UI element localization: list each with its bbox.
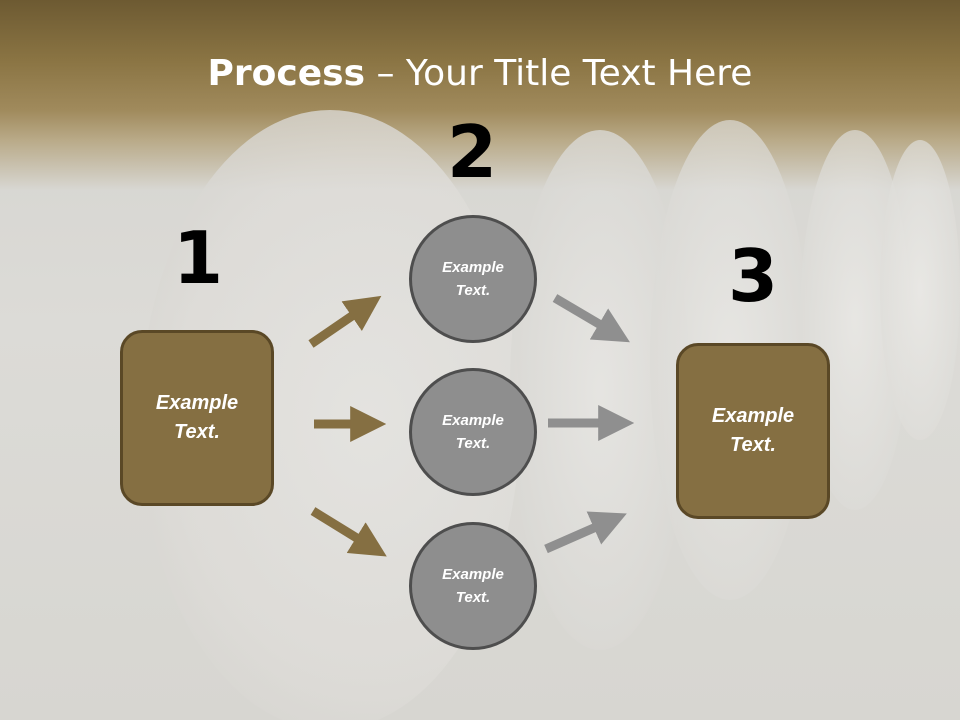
step-2-circle-text: Example Text.: [442, 259, 504, 299]
step-number-2: 2: [446, 110, 498, 194]
step-2-circle-middle: Example Text.: [409, 368, 537, 496]
title-rest: – Your Title Text Here: [365, 53, 753, 94]
step-number-3: 3: [727, 234, 779, 318]
step-3-box: Example Text.: [676, 343, 830, 519]
arrow-right-down: [310, 507, 387, 557]
step-2-circle-top: Example Text.: [409, 215, 537, 343]
title-bold: Process: [207, 53, 366, 94]
arrow-right-down: [552, 294, 630, 343]
slide-title: Process – Your Title Text Here: [0, 52, 960, 96]
step-number-1: 1: [172, 216, 224, 300]
step-1-text: Example Text.: [155, 392, 239, 443]
arrow-right-up: [308, 295, 382, 348]
arrow-right-up: [544, 511, 627, 554]
step-2-circle-bottom: Example Text.: [409, 522, 537, 650]
background-coil: [880, 140, 960, 440]
step-2-circle-text: Example Text.: [442, 412, 504, 452]
step-3-text: Example Text.: [711, 405, 795, 456]
step-2-circle-text: Example Text.: [442, 566, 504, 606]
step-1-box: Example Text.: [120, 330, 274, 506]
